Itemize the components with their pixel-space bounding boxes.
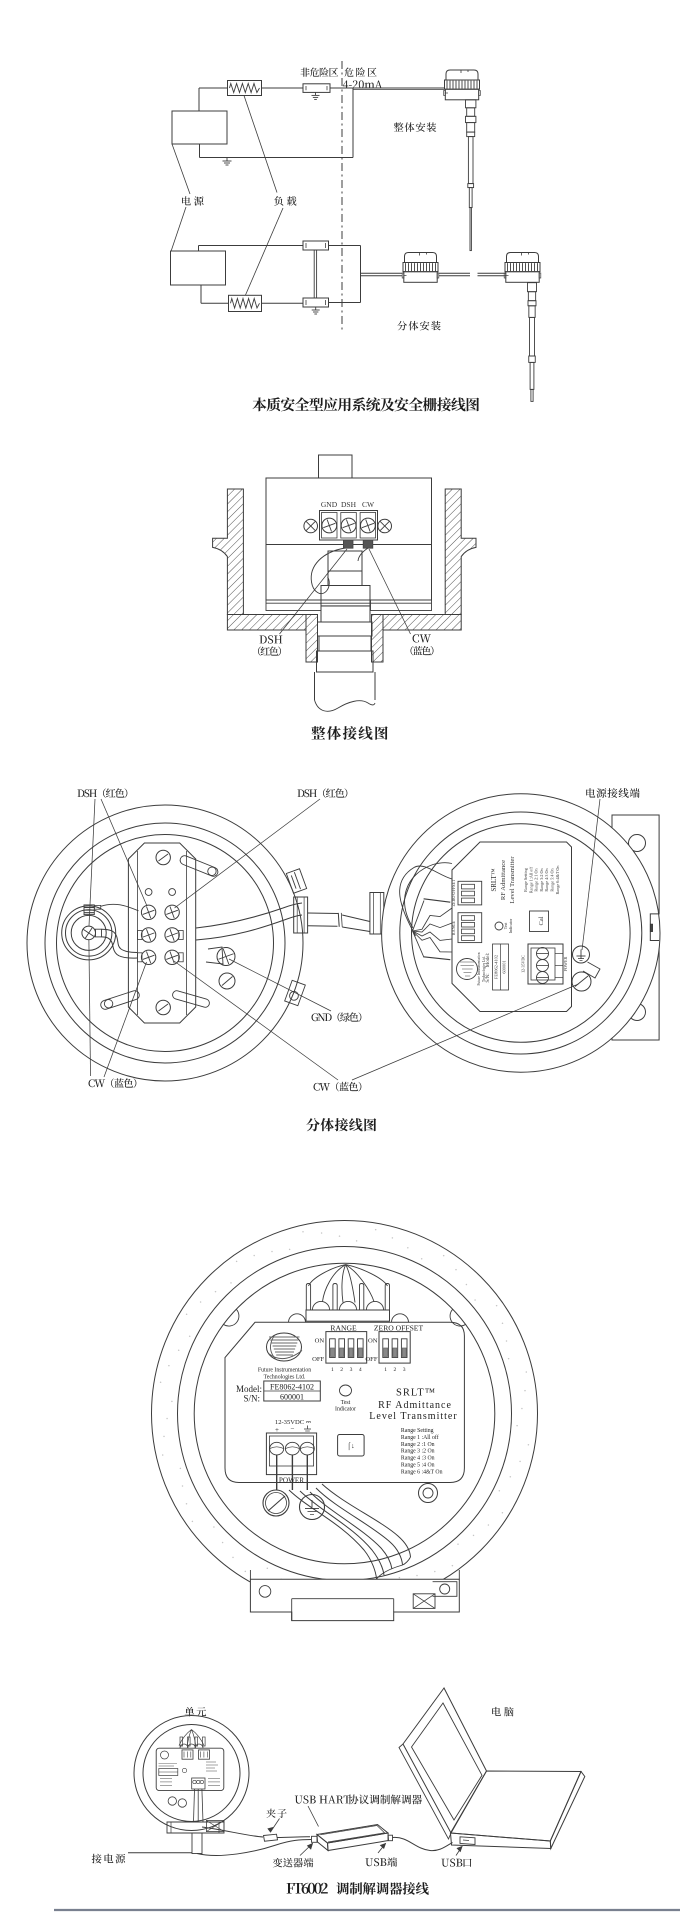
svg-text:S/N:: S/N: (243, 1394, 260, 1404)
svg-text:⌠↓: ⌠↓ (347, 1442, 355, 1451)
svg-text:ZERO OFFSET: ZERO OFFSET (374, 1324, 424, 1333)
svg-text:Range 5:4 On: Range 5:4 On (550, 867, 555, 891)
svg-text:ZERO OFFSET: ZERO OFFSET (451, 879, 456, 907)
svg-text:Range 6 :4&T On: Range 6 :4&T On (401, 1469, 443, 1475)
svg-text:Test: Test (341, 1400, 351, 1406)
svg-text:FE8062-4102: FE8062-4102 (270, 1383, 314, 1392)
svg-text:DSH: DSH (341, 500, 357, 509)
svg-text:Indicator: Indicator (508, 918, 513, 933)
svg-text:3: 3 (350, 1367, 353, 1373)
svg-text:SRLT™: SRLT™ (490, 868, 498, 891)
svg-text:Level Transmitter: Level Transmitter (509, 856, 516, 904)
svg-text:2: 2 (340, 1367, 343, 1373)
svg-text:Range 1:All off: Range 1:All off (528, 866, 533, 893)
svg-text:600001: 600001 (280, 1393, 304, 1402)
svg-text:4: 4 (359, 1367, 362, 1373)
svg-text:POWER: POWER (279, 1477, 304, 1485)
svg-text:Range 2:1 On: Range 2:1 On (534, 867, 539, 891)
svg-text:Range 1 :All off: Range 1 :All off (401, 1434, 439, 1441)
svg-text:RF Admittance: RF Admittance (378, 1400, 452, 1411)
svg-text:Test: Test (503, 922, 508, 929)
svg-text:Level Transmitter: Level Transmitter (369, 1411, 457, 1422)
svg-text:OFF: OFF (312, 1356, 324, 1363)
svg-text:2: 2 (394, 1367, 397, 1373)
svg-text:FE8062-4102: FE8062-4102 (494, 955, 499, 979)
svg-text:Range 2 :1 On: Range 2 :1 On (401, 1442, 435, 1448)
svg-text:12-35VDC ⎓: 12-35VDC ⎓ (275, 1419, 312, 1426)
svg-text:1: 1 (384, 1367, 387, 1373)
svg-text:Cal: Cal (538, 916, 545, 925)
svg-text:GND: GND (321, 500, 338, 509)
svg-text:Technologies Ltd.: Technologies Ltd. (264, 1375, 306, 1381)
svg-text:SRLT™: SRLT™ (396, 1388, 436, 1399)
svg-text:12-35VDC: 12-35VDC (521, 955, 526, 973)
svg-text:Range 3 :2 On: Range 3 :2 On (401, 1449, 435, 1455)
svg-text:Range 4:3 On: Range 4:3 On (544, 867, 549, 891)
svg-text:CW: CW (362, 500, 375, 509)
svg-text:RANGE: RANGE (451, 920, 456, 935)
svg-text:Range 6:4&T On: Range 6:4&T On (555, 865, 560, 895)
svg-text:Range Setting: Range Setting (523, 867, 528, 892)
svg-text:600001: 600001 (502, 960, 507, 973)
svg-text:Model:: Model: (486, 953, 491, 967)
svg-text:OFF: OFF (365, 1356, 377, 1363)
svg-text:Range Setting: Range Setting (401, 1428, 434, 1434)
svg-text:ON: ON (368, 1338, 378, 1345)
svg-text:Indicator: Indicator (335, 1407, 356, 1413)
svg-text:S/N:: S/N: (486, 973, 491, 982)
svg-text:1: 1 (331, 1367, 334, 1373)
svg-text:Model:: Model: (236, 1384, 262, 1394)
svg-text:POWER: POWER (563, 956, 568, 971)
svg-text:−: − (291, 1425, 295, 1433)
svg-text:+: + (275, 1426, 279, 1434)
svg-text:Future Instrumentation: Future Instrumentation (258, 1368, 311, 1374)
svg-text:Range 5 :4 On: Range 5 :4 On (401, 1463, 435, 1469)
svg-text:Range 4 :3 On: Range 4 :3 On (401, 1456, 435, 1462)
svg-text:Future Instrumentation: Future Instrumentation (477, 952, 481, 985)
svg-text:RANGE: RANGE (330, 1324, 357, 1333)
svg-text:3: 3 (403, 1367, 406, 1373)
svg-text:RF Admittance: RF Admittance (500, 860, 507, 900)
svg-text:ON: ON (315, 1338, 325, 1345)
svg-text:Range 3:2 On: Range 3:2 On (539, 867, 544, 891)
svg-text:Technologies Ltd.: Technologies Ltd. (482, 956, 486, 982)
